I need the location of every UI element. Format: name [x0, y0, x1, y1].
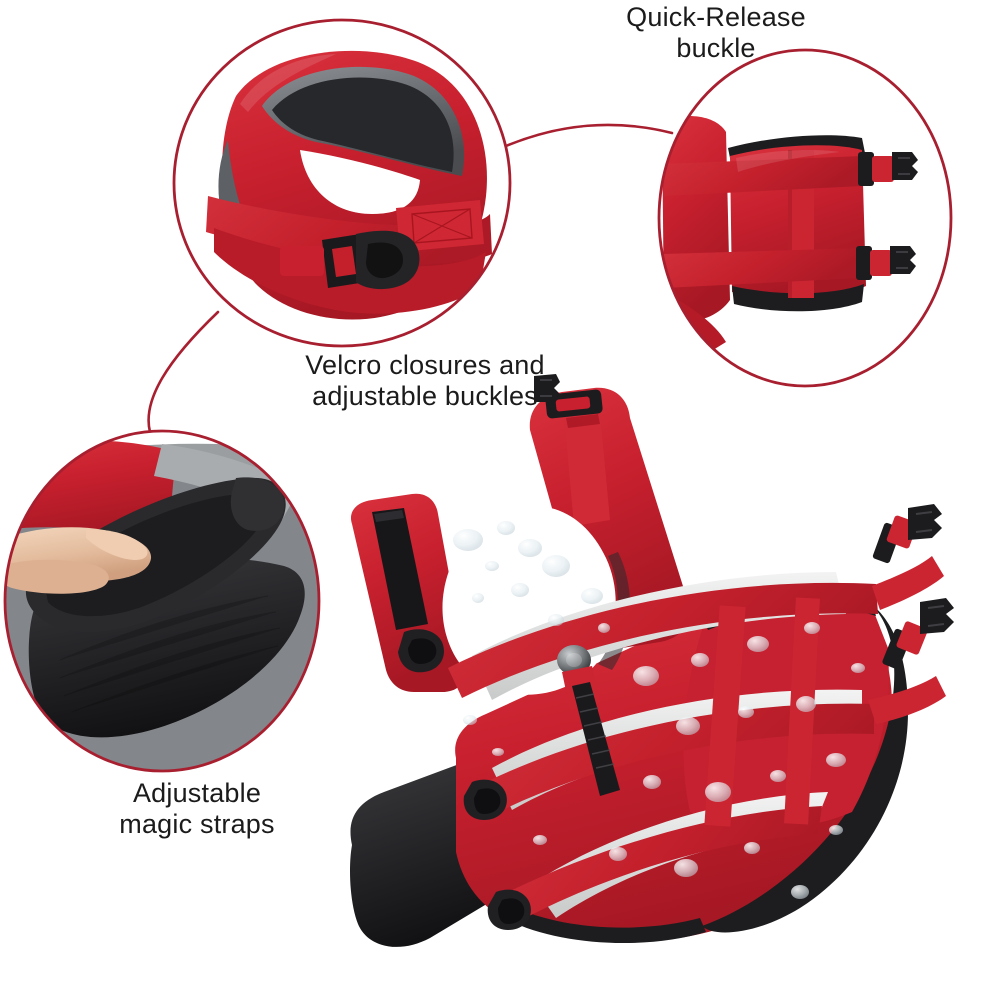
quick-release-buckle-top	[858, 152, 918, 186]
neck-buckle	[534, 374, 603, 419]
neck-strap-top	[529, 374, 690, 649]
callout-label-quick-release: Quick-Release buckle	[626, 2, 806, 63]
callout-magic-ring	[3, 429, 321, 773]
callout-magic-photo	[5, 431, 319, 771]
adjustable-buckle	[280, 230, 420, 290]
strap-buckle-left	[398, 629, 444, 673]
callout-velcro-closures	[172, 18, 512, 348]
side-buckle-bottom	[868, 598, 954, 724]
connector-lines	[147, 123, 674, 434]
callout-velcro-ring	[172, 18, 512, 348]
webbing-upper	[448, 582, 878, 698]
webbing-bottom	[492, 806, 822, 926]
callout-label-magic-straps: Adjustable magic straps	[119, 778, 275, 839]
leash-d-ring	[557, 645, 620, 796]
callout-quick-ring	[657, 48, 953, 388]
shoulder-strap-left	[350, 493, 467, 692]
callout-quick-release	[657, 48, 953, 388]
water-droplets	[453, 521, 865, 899]
side-buckle-top	[872, 504, 944, 610]
callout-label-velcro-closures: Velcro closures and adjustable buckles	[305, 350, 545, 411]
callout-quick-photo	[659, 50, 951, 386]
callout-magic-straps	[3, 429, 321, 773]
webbing-lower	[470, 703, 874, 818]
hand	[5, 527, 152, 594]
connector-velcro-to-quick	[488, 123, 674, 155]
callout-velcro-photo	[174, 20, 510, 346]
neck-velcro-tab	[564, 412, 610, 526]
main-product-dog-life-jacket	[350, 374, 954, 947]
velcro-strip-black	[372, 508, 428, 630]
velcro-patch	[396, 200, 484, 252]
quick-release-buckle-bottom	[856, 246, 916, 280]
connector-velcro-to-magic	[147, 310, 220, 434]
lower-strap-buckles	[463, 779, 531, 930]
